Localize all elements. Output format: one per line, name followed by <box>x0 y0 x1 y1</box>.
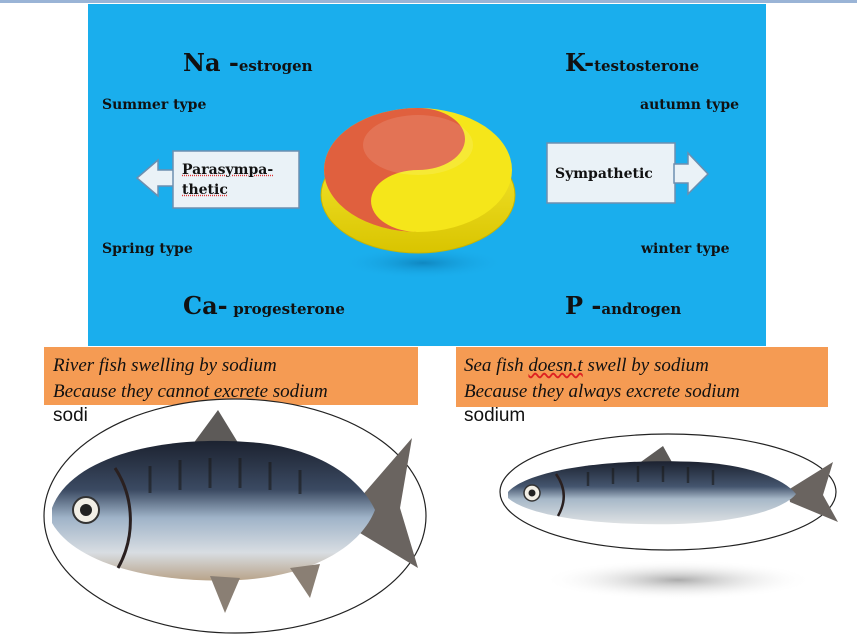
summer-type-label: Summer type <box>102 97 207 113</box>
na-label: Na -estrogen <box>183 48 313 77</box>
sea-fish-stray-text: sodium <box>464 405 526 426</box>
sea-fish-caption: Sea fish doesn.t swell by sodium Because… <box>464 355 740 402</box>
sympathetic-label: Sympathetic <box>555 166 653 182</box>
sea-fish-caption-box <box>456 347 828 407</box>
top-border-line <box>0 0 857 3</box>
winter-type-label: winter type <box>641 241 730 257</box>
spring-type-label: Spring type <box>102 241 193 257</box>
river-fish-stray-text: sodi <box>53 405 88 426</box>
autumn-type-label: autumn type <box>640 97 740 113</box>
river-fish-caption-box <box>44 347 418 405</box>
yin-yang-disc-icon <box>320 108 516 279</box>
sympathetic-arrow <box>546 142 710 204</box>
river-fish-image <box>43 398 427 634</box>
sea-fish-image <box>499 433 838 600</box>
ca-label: Ca- progesterone <box>183 291 345 320</box>
parasympathetic-arrow <box>135 150 300 209</box>
k-label: K-testosterone <box>565 48 700 77</box>
p-label: P -androgen <box>565 291 682 320</box>
parasympathetic-label: Parasympa- thetic <box>182 162 274 198</box>
river-fish-caption: River fish swelling by sodium Because th… <box>53 355 328 402</box>
